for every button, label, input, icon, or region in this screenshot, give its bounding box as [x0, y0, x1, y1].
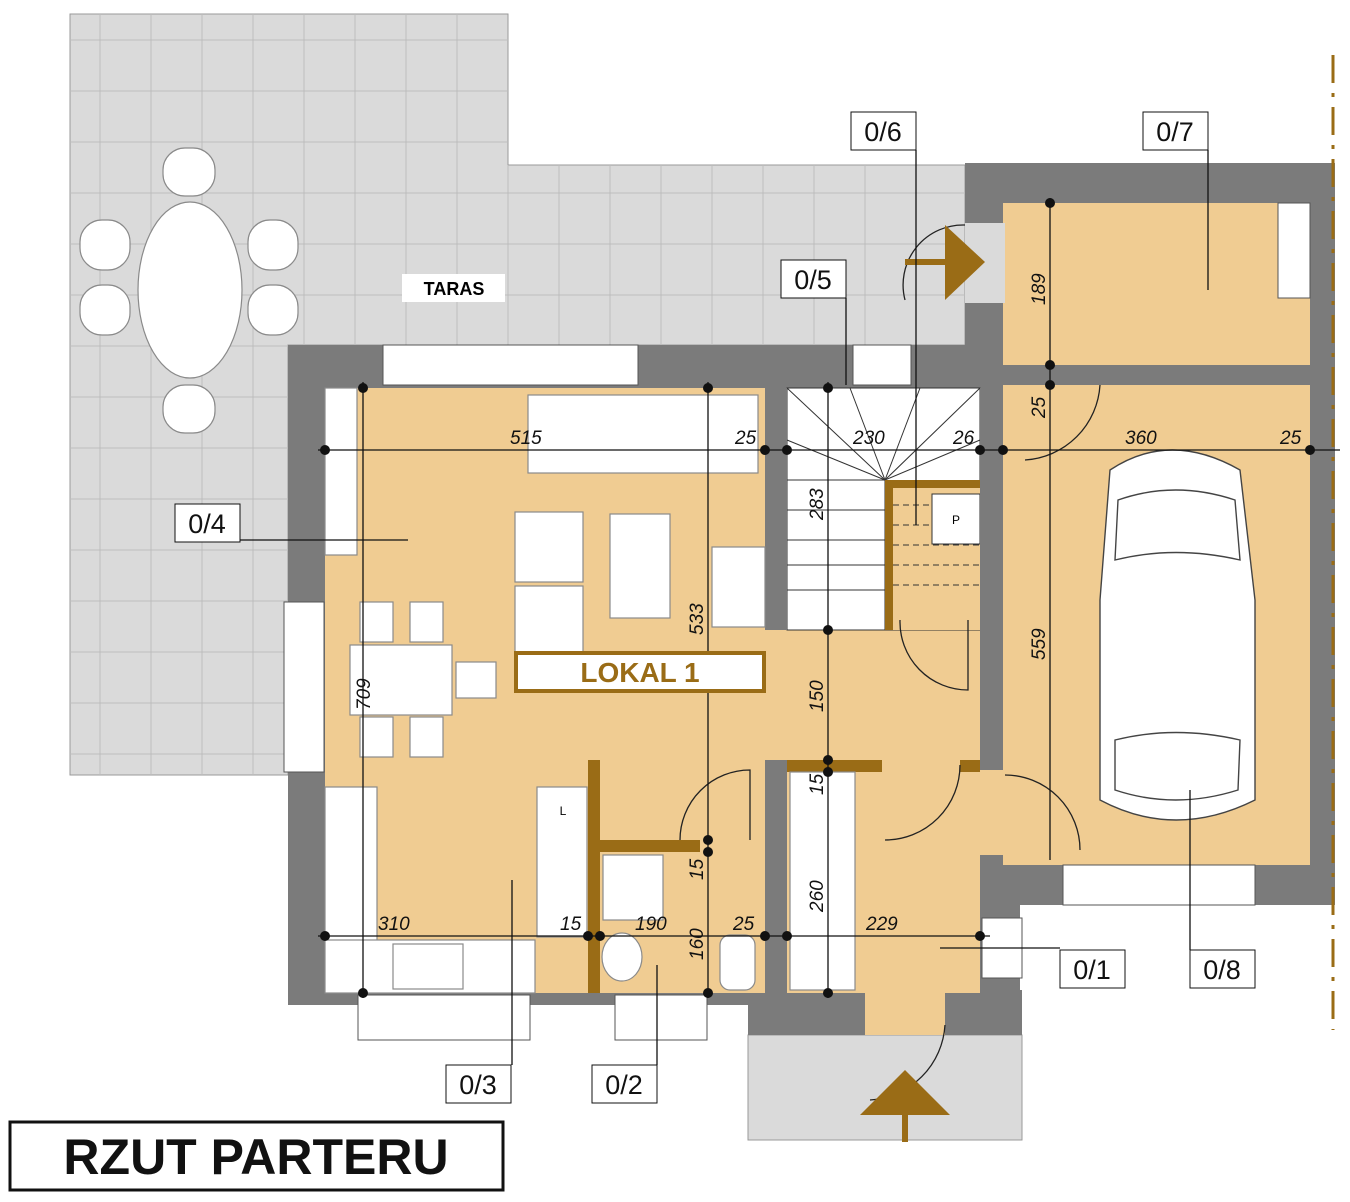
room-tag-0-4: 0/4	[188, 509, 226, 539]
dim-label: 15	[687, 858, 708, 880]
unit-label: LOKAL 1	[580, 657, 699, 688]
room-tag-0-7: 0/7	[1156, 117, 1194, 147]
dim-label: 25	[734, 428, 757, 449]
room-tag-0-2: 0/2	[605, 1070, 643, 1100]
interior-walls	[588, 365, 1310, 993]
doors	[679, 224, 1101, 1101]
dim-label: 160	[687, 928, 708, 960]
dim-label: 310	[378, 914, 410, 935]
fridge-sign: L	[560, 804, 567, 818]
dim-label: 229	[865, 914, 898, 935]
dim-label: 559	[1029, 628, 1050, 660]
dim-label: 25	[1029, 396, 1050, 419]
dim-label: 26	[952, 428, 975, 449]
dim-label: 15	[807, 773, 828, 795]
dim-label: 15	[560, 914, 582, 935]
room-tag-0-5: 0/5	[794, 265, 832, 295]
dim-label: 25	[1279, 428, 1302, 449]
unit-label-box	[514, 651, 766, 693]
terrace-label: TARAS	[424, 279, 485, 299]
dim-label: 230	[852, 428, 885, 449]
title-box	[8, 1120, 505, 1192]
furniture: L	[324, 387, 856, 994]
dim-label: 190	[635, 914, 667, 935]
dim-label: 260	[807, 880, 828, 913]
dim-label: 709	[354, 678, 375, 710]
dim-label: 150	[807, 680, 828, 712]
dimension-lines	[318, 198, 1340, 998]
room-tag-0-8: 0/8	[1203, 955, 1241, 985]
dim-label: 515	[510, 428, 542, 449]
dimension-labels: 515 25 230 26 360 25 310 15 190 25 229 7…	[354, 273, 1302, 960]
room-tag-0-3: 0/3	[459, 1070, 497, 1100]
room-tag-0-1: 0/1	[1073, 955, 1111, 985]
terrace-dining-set	[79, 147, 299, 434]
dim-label: 189	[1029, 273, 1050, 305]
dim-label: 25	[732, 914, 755, 935]
terrace-label-box	[402, 274, 505, 302]
car	[1099, 449, 1256, 821]
dim-label: 533	[687, 603, 708, 635]
plan-title: RZUT PARTERU	[63, 1129, 448, 1185]
room-tags: 0/4 0/5 0/6 0/7 0/1 0/8 0/3 0/2	[174, 111, 1256, 1104]
room-tag-0-6: 0/6	[864, 117, 902, 147]
entrance-arrow-icon	[860, 225, 985, 1142]
dim-label: 283	[807, 488, 828, 521]
stair-storage-sign: P	[952, 513, 960, 527]
dim-label: 360	[1125, 428, 1157, 449]
